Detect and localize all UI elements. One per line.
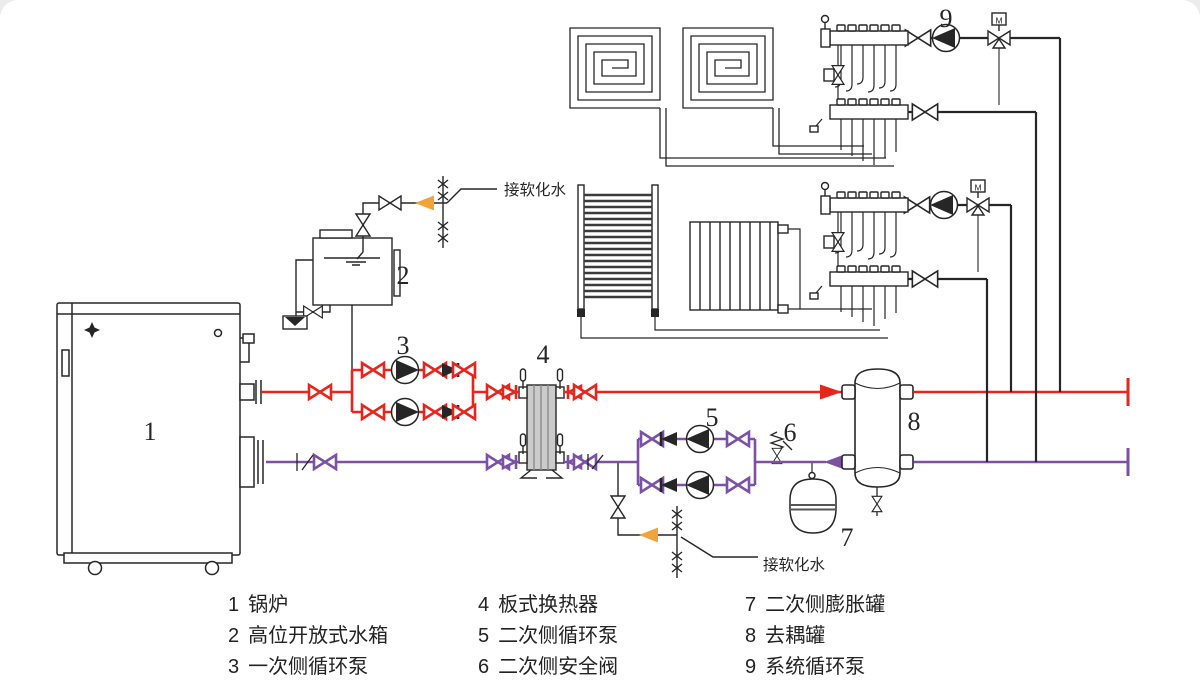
- secondary-pump-symbol: [684, 470, 715, 500]
- circuit-risers: [985, 38, 1062, 462]
- radiator-manifold-assembly: [809, 179, 1011, 326]
- air-vent-icon: [820, 181, 830, 191]
- flow-arrow-return: [824, 455, 843, 469]
- column-radiator-symbol: [689, 221, 872, 314]
- decoupling-tank-symbol: [841, 368, 914, 516]
- diagram-labels: 1 2 3 4 5 6 7 8 9 接软化水 接软化水 M M: [144, 4, 1003, 574]
- flex-hose-icon: [437, 175, 449, 249]
- thermometer-icon: [519, 368, 527, 390]
- label-secondary-pumps: 5: [706, 403, 719, 432]
- floor-manifold-assembly: [809, 12, 1060, 165]
- expansion-tank-symbol: [789, 462, 837, 534]
- thermometer-icon: [556, 368, 564, 390]
- primary-pump-branch: [360, 355, 477, 427]
- primary-pump-symbol: [390, 397, 421, 427]
- flow-arrow-supply: [820, 384, 842, 400]
- flex-hose-icon: [671, 505, 683, 579]
- label-heat-exchanger: 4: [537, 340, 550, 369]
- water-level: [324, 257, 380, 266]
- black-linework: [56, 12, 1060, 579]
- boiler-symbol: [56, 302, 264, 576]
- thermometer-icon: [556, 433, 564, 455]
- circuit-pump-symbol: [929, 190, 959, 220]
- drain-valve-icon: [871, 495, 883, 513]
- label-expansion-tank: 7: [841, 523, 854, 552]
- safety-valve-symbol: [768, 431, 793, 465]
- pipe-unions: [296, 453, 604, 471]
- actuator-m-label: M: [974, 183, 981, 193]
- strainer-icon: [639, 527, 658, 543]
- label-system-pump: 9: [940, 4, 953, 33]
- label-boiler: 1: [144, 417, 157, 446]
- corner-masks: [0, 0, 1200, 18]
- secondary-pump-branch: [639, 424, 751, 500]
- supply-piping: [262, 355, 1130, 427]
- label-safety-valve: 6: [784, 418, 797, 447]
- strainer-icon: [415, 195, 434, 211]
- towel-radiator-symbol: [577, 184, 888, 339]
- air-vent-icon: [820, 14, 830, 24]
- label-open-tank: 2: [397, 261, 410, 290]
- label-softened-water-bottom: 接软化水: [763, 556, 826, 574]
- label-primary-pumps: 3: [397, 331, 410, 360]
- drain-funnel-icon: [282, 315, 308, 330]
- label-decoupling-tank: 8: [908, 407, 921, 436]
- boiler-badge-icon: [84, 322, 100, 338]
- open-water-tank-symbol: [282, 175, 497, 392]
- actuator-m-label: M: [995, 16, 1002, 26]
- thermometer-icon: [519, 433, 527, 455]
- label-softened-water-top: 接软化水: [504, 181, 567, 199]
- return-piping: [266, 424, 1130, 500]
- floor-coil-symbol: [569, 27, 894, 167]
- makeup-water-line: [610, 462, 758, 579]
- heat-exchanger-symbol: [518, 368, 565, 479]
- primary-pump-symbol: [390, 355, 421, 385]
